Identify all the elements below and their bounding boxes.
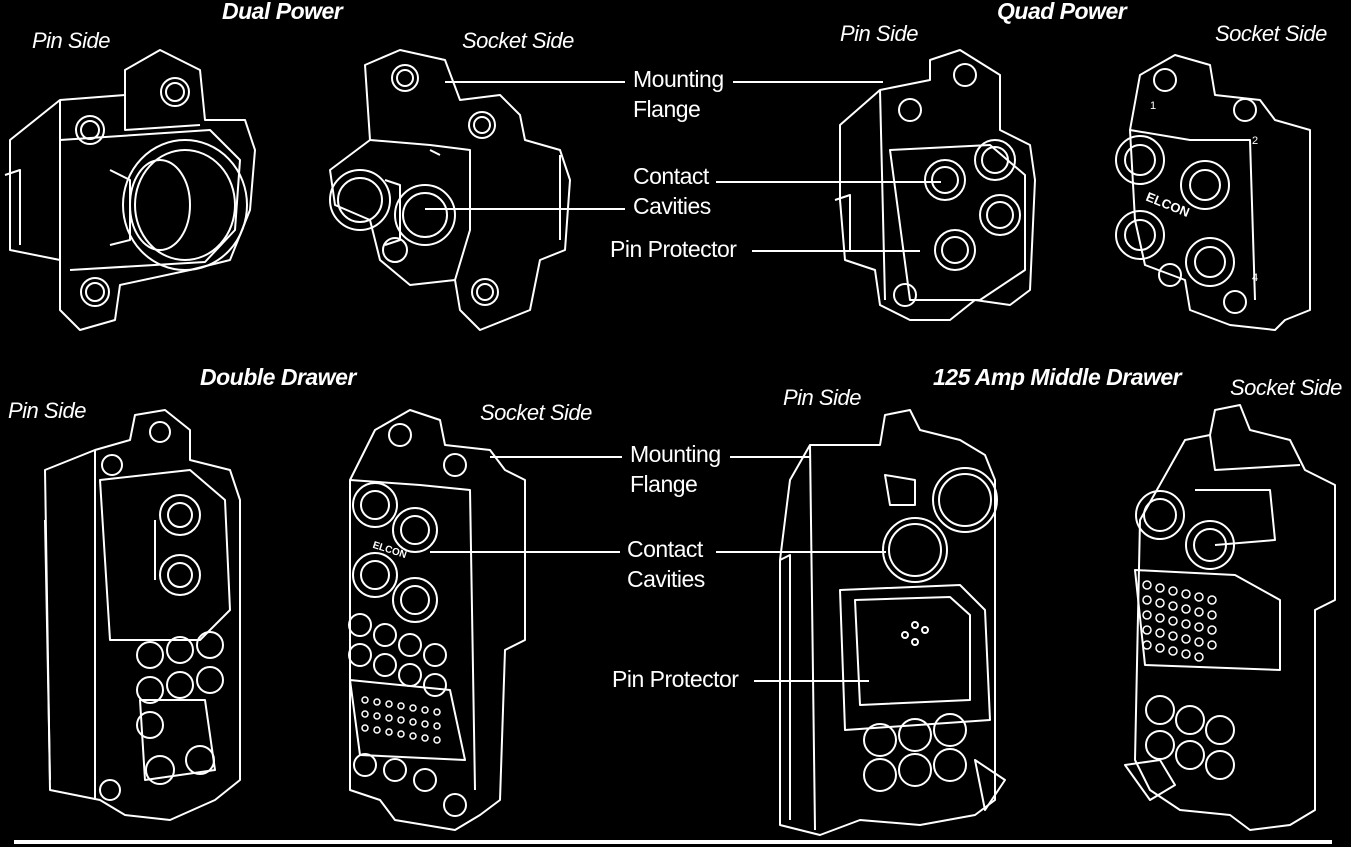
callout-contact-line1-bottom: Contact — [627, 536, 703, 562]
callout-mounting-line1-bottom: Mounting — [630, 441, 721, 467]
callout-contact-line2-bottom: Cavities — [627, 566, 705, 592]
callout-mounting-flange-bottom: Mounting Flange — [630, 439, 721, 499]
leader-pin-protector-top — [752, 250, 920, 252]
leader-contact-left-bottom — [430, 551, 620, 553]
dual-power-socket-side-drawing — [329, 49, 571, 331]
quad-power-socket-side-label: Socket Side — [1215, 21, 1327, 46]
leader-mounting-left-top — [445, 81, 625, 83]
title-double-drawer: Double Drawer — [200, 364, 356, 390]
middle-drawer-socket-pin-grid — [1142, 580, 1217, 662]
leader-mounting-right-bottom — [730, 456, 810, 458]
callout-pin-protector-bottom: Pin Protector — [612, 666, 739, 692]
double-drawer-socket-side-label: Socket Side — [480, 400, 592, 425]
leader-mounting-right-top — [733, 81, 883, 83]
double-drawer-pin-side-drawing — [44, 409, 241, 821]
leader-mounting-left-bottom — [490, 456, 622, 458]
quad-power-pin-side-label: Pin Side — [840, 21, 918, 46]
callout-mounting-line2: Flange — [633, 96, 701, 122]
leader-contact-right-bottom — [716, 551, 886, 553]
cavity-number-2: 2 — [1252, 135, 1259, 147]
leader-contact-right-top — [716, 181, 941, 183]
callout-mounting-line1: Mounting — [633, 66, 724, 92]
callout-mounting-line2-bottom: Flange — [630, 471, 698, 497]
middle-drawer-socket-side-label: Socket Side — [1230, 375, 1342, 400]
title-dual-power: Dual Power — [222, 0, 343, 24]
callout-contact-line2: Cavities — [633, 193, 711, 219]
leader-contact-left-top — [425, 208, 625, 210]
middle-drawer-socket-side-drawing — [1124, 404, 1336, 831]
middle-drawer-pin-side-label: Pin Side — [783, 385, 861, 410]
callout-pin-protector-top: Pin Protector — [610, 236, 737, 262]
callout-contact-line1: Contact — [633, 163, 709, 189]
callout-contact-cavities-top: Contact Cavities — [633, 161, 711, 221]
callout-mounting-flange-top: Mounting Flange — [633, 64, 724, 124]
middle-drawer-pin-side-drawing — [779, 409, 1006, 836]
cavity-number-1: 1 — [1150, 100, 1157, 112]
cavity-number-4: 4 — [1252, 272, 1259, 284]
bottom-border-rule — [14, 840, 1332, 844]
dual-power-socket-side-label: Socket Side — [462, 28, 574, 53]
double-drawer-pin-side-label: Pin Side — [8, 398, 86, 423]
title-middle-drawer: 125 Amp Middle Drawer — [933, 364, 1182, 390]
quad-power-pin-side-drawing — [834, 49, 1036, 321]
callout-contact-cavities-bottom: Contact Cavities — [627, 534, 705, 594]
dual-power-pin-side-label: Pin Side — [32, 28, 110, 53]
double-drawer-socket-pin-grid — [361, 696, 441, 744]
title-quad-power: Quad Power — [997, 0, 1127, 24]
dual-power-pin-side-drawing — [4, 49, 256, 331]
leader-pin-protector-bottom — [754, 680, 869, 682]
double-drawer-socket-side-drawing — [348, 409, 526, 831]
quad-power-socket-side-drawing — [1115, 54, 1311, 331]
